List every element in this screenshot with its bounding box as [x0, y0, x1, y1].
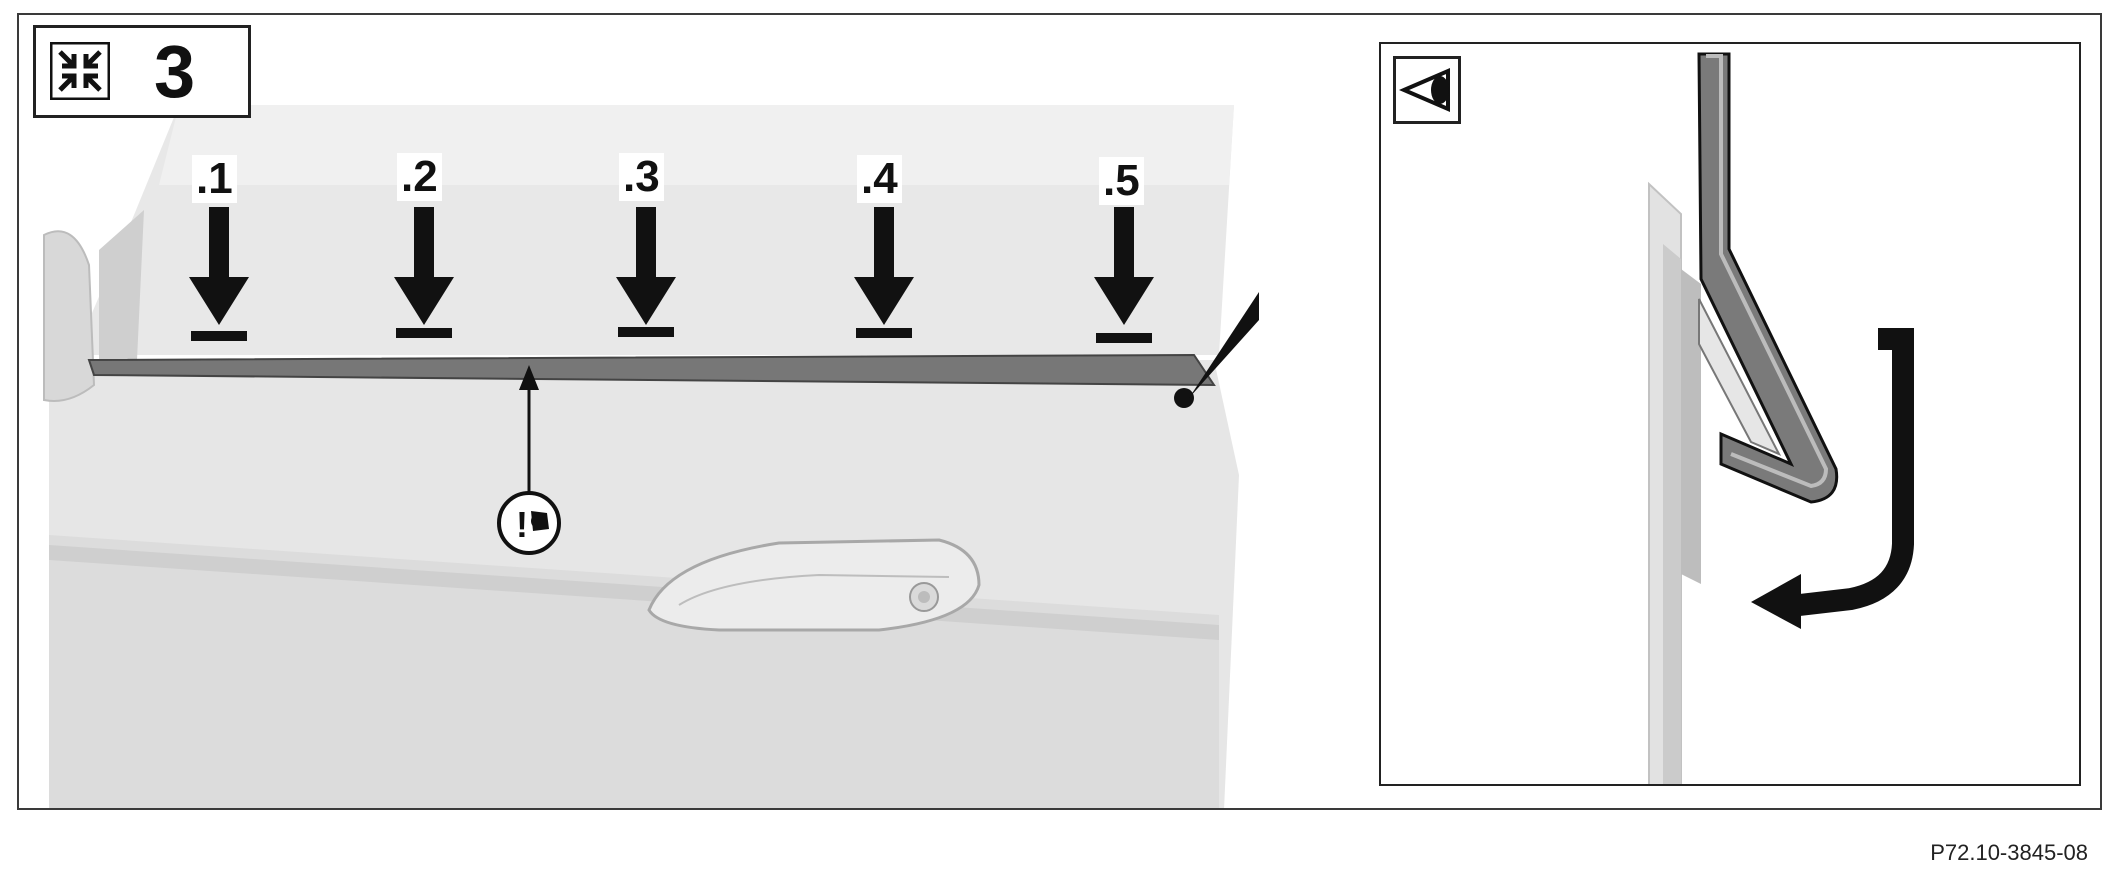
- press-arrow-4: [854, 207, 914, 338]
- clip-label-5: .5: [1099, 157, 1144, 205]
- detail-connector: [1189, 292, 1259, 398]
- press-arrow-3: [616, 207, 676, 337]
- eye-view-icon: [1398, 67, 1450, 113]
- reference-code: P72.10-3845-08: [1930, 840, 2088, 865]
- detail-view-panel: [1379, 42, 2081, 786]
- step-indicator: 3: [33, 25, 251, 118]
- beltline-trim-strip: [87, 353, 1216, 387]
- a-pillar: [99, 210, 144, 360]
- clip-label-1: .1: [192, 155, 237, 203]
- clip-label-2: .2: [397, 153, 442, 201]
- press-arrow-2: [394, 207, 454, 338]
- warning-attention-icon: !: [497, 491, 561, 555]
- view-indicator: [1393, 56, 1461, 124]
- window-glass-upper: [159, 105, 1234, 185]
- motion-arrow: [1751, 328, 1914, 629]
- clip-label-3: .3: [619, 153, 664, 201]
- press-arrow-1: [189, 207, 249, 341]
- clip-label-4: .4: [857, 155, 902, 203]
- press-arrow-5: [1094, 207, 1154, 343]
- retaining-clip: [1698, 298, 1782, 457]
- step-number: 3: [154, 30, 196, 113]
- door-handle: [647, 538, 981, 632]
- callout-leader-arrowhead: [519, 365, 539, 390]
- trim-strip-profile: [1697, 52, 1839, 504]
- door-illustration: !: [43, 105, 1259, 808]
- side-mirror: [43, 230, 96, 402]
- clip-cross-section: [1648, 52, 1914, 784]
- diagram-frame: ! 3 .1 .2 .3 .4 .5: [17, 13, 2102, 810]
- svg-text:!: !: [516, 504, 528, 545]
- flange-section: [1681, 269, 1701, 584]
- compress-arrows-icon: [50, 42, 110, 100]
- trim-end-marker: [1174, 388, 1194, 408]
